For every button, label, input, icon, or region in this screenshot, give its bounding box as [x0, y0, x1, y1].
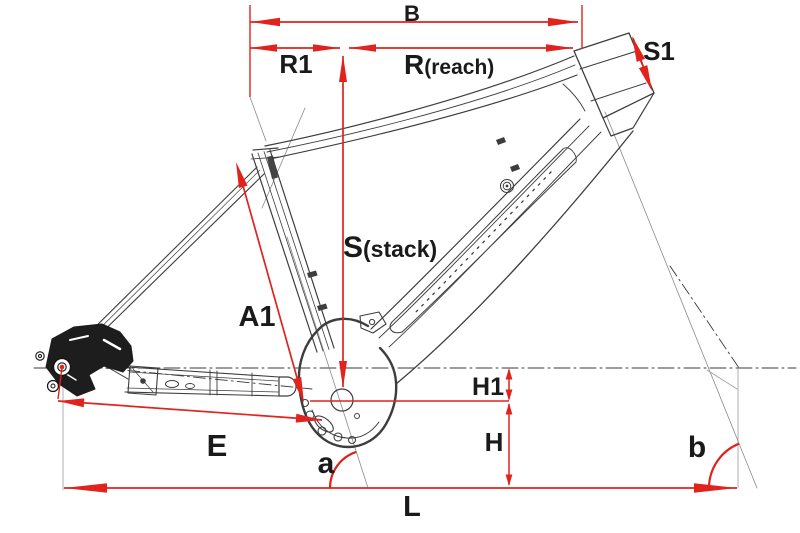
label-reach: R(reach) — [404, 49, 494, 80]
dimension-b — [249, 5, 583, 97]
down-tube — [370, 118, 634, 385]
seat-top-extension — [249, 96, 267, 142]
label-S1: S1 — [643, 36, 675, 66]
label-B: B — [404, 1, 420, 26]
dimension-a1 — [236, 162, 304, 403]
label-L: L — [403, 491, 421, 523]
dimension-h — [505, 403, 513, 486]
head-tube-axis — [604, 111, 758, 489]
dimension-labels: B R1 R(reach) S1 S(stack) A1 E H1 H L a … — [207, 1, 707, 523]
guide-lines — [33, 96, 797, 491]
charge-port-outer — [499, 178, 515, 194]
seat-cluster — [250, 147, 281, 179]
shock-mount-box — [127, 365, 159, 396]
head-tube — [573, 32, 655, 137]
dimension-r1 — [250, 44, 340, 52]
seatmast-guide — [261, 107, 306, 209]
seat-tube — [251, 149, 335, 353]
charge-port-inner — [502, 181, 512, 191]
fork-axis-dashdot — [669, 265, 740, 369]
shock-mount-plate — [359, 311, 387, 334]
motor-housing — [297, 311, 398, 449]
bottom-bracket — [330, 388, 354, 412]
label-E: E — [207, 428, 228, 463]
dimension-s1 — [632, 36, 652, 91]
label-R1: R1 — [279, 49, 312, 79]
label-angle-a: a — [318, 447, 335, 480]
dimension-e — [57, 364, 323, 423]
battery-edge-2 — [401, 161, 577, 333]
seat-stays — [79, 166, 265, 351]
rear-axle-marker — [59, 364, 65, 370]
label-H: H — [485, 427, 504, 457]
dimension-stack — [339, 55, 347, 388]
battery-edge-1 — [391, 148, 564, 323]
motor-slot — [314, 415, 334, 433]
angle-a-arc — [328, 450, 357, 489]
label-stack: S(stack) — [343, 231, 437, 264]
dimension-reach — [349, 44, 573, 52]
label-angle-b: b — [688, 431, 706, 464]
frame-drawing — [35, 32, 655, 449]
label-H1: H1 — [472, 373, 504, 401]
dimension-l — [64, 483, 737, 493]
fork-offset-line — [706, 369, 738, 390]
label-A1: A1 — [238, 301, 275, 333]
rear-dropout — [35, 323, 134, 397]
dimension-annotations — [57, 5, 740, 493]
angle-b-arc — [707, 442, 740, 489]
derailleur-hanger — [46, 379, 60, 393]
top-tube — [264, 55, 586, 172]
dimension-h1 — [310, 368, 513, 402]
